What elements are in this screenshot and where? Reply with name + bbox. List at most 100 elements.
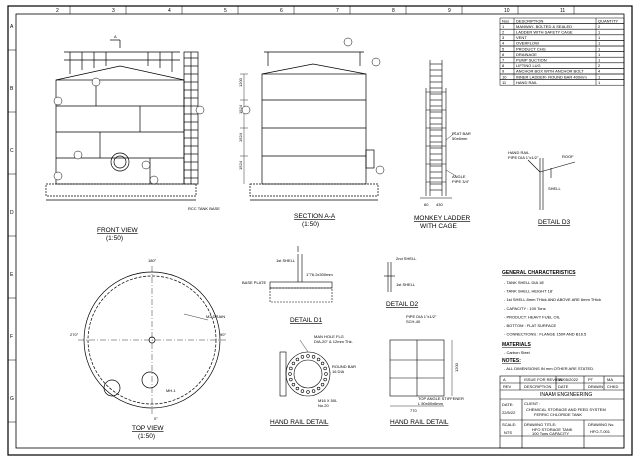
parts-table-cell: DRAINAGE bbox=[516, 52, 537, 57]
front-callouts bbox=[53, 77, 205, 185]
d3-shell: SHELL bbox=[548, 186, 561, 191]
round-bar-size: 16 DIA bbox=[332, 369, 345, 374]
drawing-no-label: DRAWING No. bbox=[588, 422, 615, 427]
d3-roof: ROOF bbox=[562, 154, 574, 159]
parts-table-cell: 1 bbox=[598, 80, 601, 85]
border-letter: E bbox=[10, 272, 14, 278]
parts-table-cell: 3 bbox=[502, 35, 505, 40]
detail-d2 bbox=[384, 262, 395, 292]
hr2-pipe: PIPE DIA 1"x1/2" bbox=[406, 314, 437, 319]
parts-table-cell: 2 bbox=[502, 30, 505, 35]
border-number: 3 bbox=[112, 8, 115, 14]
drawing-no-value: HFO-T-001 bbox=[590, 429, 611, 434]
parts-table-cell: LADDER WITH SAFETY CAGE bbox=[516, 30, 573, 35]
parts-table-cell: PRODUCT CHG bbox=[516, 46, 546, 51]
hr2-sch: SCH-40 bbox=[406, 319, 421, 324]
manhole-size: DIA-20" & 12mm Thk. bbox=[314, 339, 353, 344]
general-item: - PRODUCT: HEAVY FUEL OIL bbox=[504, 314, 561, 319]
border-letter: A bbox=[10, 24, 14, 30]
rev-row-desc: ISSUE FOR REVIEW bbox=[524, 377, 563, 382]
border-number: 4 bbox=[168, 8, 171, 14]
parts-table-cell: 9 bbox=[502, 69, 505, 74]
d2-first-shell: 1st SHELL bbox=[396, 282, 416, 287]
parts-table-cell: 1 bbox=[598, 35, 601, 40]
border-number: 5 bbox=[224, 8, 227, 14]
monkey-ladder bbox=[420, 60, 457, 199]
section-dim: 1524 bbox=[238, 160, 243, 170]
border-number: 10 bbox=[504, 8, 510, 14]
materials-text: - Carbon Steel bbox=[504, 350, 530, 355]
rev-head-rev: REV bbox=[503, 384, 512, 389]
materials-title: MATERIALS bbox=[502, 342, 531, 348]
section-callouts bbox=[241, 37, 385, 175]
parts-table-cell: 4 bbox=[502, 41, 505, 46]
border-letter: G bbox=[10, 396, 14, 402]
general-item: - CAPACITY : 100 Tons bbox=[504, 306, 546, 311]
ladder-pipe: PIPE 3/4" bbox=[452, 179, 470, 184]
top-angle-90: 90° bbox=[220, 332, 226, 337]
hand-rail-2-title: HAND RAIL DETAIL bbox=[390, 419, 449, 426]
parts-table-cell: PUMP SUCTION bbox=[516, 58, 547, 63]
d1-title: DETAIL D1 bbox=[290, 317, 323, 324]
drawing-title-label: DRAWING TITLE: bbox=[524, 422, 556, 427]
rev-row-chkd: MA bbox=[607, 377, 613, 382]
parts-table-cell: LIFTING LUG bbox=[516, 63, 541, 68]
parts-table-cell: OVERFLOW bbox=[516, 41, 539, 46]
front-section-mark: A bbox=[114, 34, 117, 39]
section-dim: 1524 bbox=[238, 104, 243, 114]
border-number: 2 bbox=[56, 8, 59, 14]
project-line-2: FERRIC CHLORIDE TANK bbox=[534, 412, 582, 417]
round-bar-label: ROUND BAR bbox=[332, 364, 356, 369]
hand-rail-1-title: HAND RAIL DETAIL bbox=[270, 419, 329, 426]
parts-table-cell: MANWAY- BOLTED & SEALED bbox=[516, 24, 572, 29]
parts-table-cell: 1 bbox=[598, 41, 601, 46]
inner-border bbox=[15, 13, 625, 449]
ladder-angle: ANGLE bbox=[452, 174, 466, 179]
d2-second-shell: 2nd SHELL bbox=[396, 256, 417, 261]
front-view-title: FRONT VIEW bbox=[97, 227, 139, 234]
top-m2-label: M2 DRAIN bbox=[206, 314, 225, 319]
section-view-title: SECTION A-A bbox=[294, 213, 336, 220]
parts-table-cell: VENT bbox=[516, 35, 527, 40]
d3-pipe: PIPE DIA 1"x1/2" bbox=[508, 155, 539, 160]
client-label: CLIENT : bbox=[524, 401, 540, 406]
parts-table-cell: 4 bbox=[598, 69, 601, 74]
general-item: - CONNECTIONS : FLANGE 150# AND B16.5 bbox=[504, 332, 587, 337]
border-number: 9 bbox=[448, 8, 451, 14]
section-view bbox=[243, 51, 379, 201]
parts-table-cell: 2 bbox=[598, 24, 601, 29]
parts-table-cell: 1 bbox=[502, 24, 505, 29]
border-number: 6 bbox=[280, 8, 283, 14]
d1-first-shell: 1st SHELL bbox=[276, 258, 296, 263]
rev-head-date: DATE bbox=[558, 384, 569, 389]
d3-title: DETAIL D3 bbox=[538, 219, 571, 226]
outer-border bbox=[7, 5, 633, 456]
top-mh-label: MH-1 bbox=[166, 388, 177, 393]
parts-table-cell: 8 bbox=[502, 63, 505, 68]
parts-table-cell: INNER LADDER- ROUND BAR 400mm bbox=[516, 74, 587, 79]
general-item: - TANK SHELL DIA 18' bbox=[504, 280, 544, 285]
date-value: 22/5/22 bbox=[502, 410, 516, 415]
title-block bbox=[499, 375, 625, 449]
front-rcc-label: RCC TANK BASE bbox=[188, 206, 220, 211]
notes-text: - ALL DIMENSIONS IN mm OTHER ARE STATED. bbox=[504, 366, 594, 371]
top-view-title: TOP VIEW bbox=[132, 425, 164, 432]
date-label: DATE: bbox=[502, 402, 513, 407]
top-view-scale: (1:50) bbox=[138, 433, 155, 440]
border-number: 11 bbox=[560, 8, 565, 14]
ladder-flat-bar: FLAT BAR bbox=[452, 131, 471, 136]
hand-rail-detail-2 bbox=[389, 339, 453, 407]
ladder-title: MONKEY LADDER bbox=[414, 215, 471, 222]
parts-table-cell: 1 bbox=[598, 30, 601, 35]
parts-table-cell: 5 bbox=[502, 46, 505, 51]
hr2-top-angle: TOP ANGLE STIFFENER bbox=[418, 396, 464, 401]
general-item: - 1st SHELL 8mm THick AND ABOVE ARE 6mm … bbox=[504, 297, 601, 302]
hr2-dim-h: 1200 bbox=[454, 362, 459, 372]
ladder-dim-a: 60 bbox=[424, 202, 429, 207]
border-letter: D bbox=[10, 210, 14, 216]
rev-row-date: 05/05/2022 bbox=[558, 377, 579, 382]
detail-d1 bbox=[269, 246, 333, 303]
parts-table-cell: 1 bbox=[598, 46, 601, 51]
